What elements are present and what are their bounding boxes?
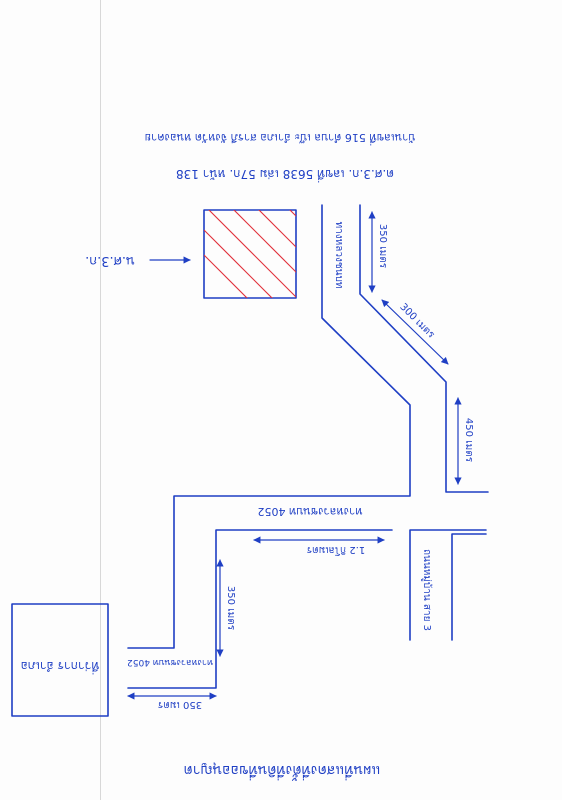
label-village-road: ถนนหมู่บ้าน สาย 3 (421, 549, 433, 631)
label-road-bottom-left: ทางหลวงชนบท 4052 (127, 657, 213, 667)
map-caption: แผนที่แสดงที่ตั้งที่ดินที่ขออนุญาต (184, 762, 381, 781)
road-edge-left (127, 204, 411, 649)
label-dist-km: 1.2 กิโลเมตร (306, 544, 365, 557)
label-dist-bottom: 350 เมตร (157, 699, 202, 710)
label-dist-lower-vertical: 350 เมตร (225, 586, 236, 631)
label-dist-right: 450 เมตร (463, 418, 474, 463)
header-address: บ้านเลขที่ 516 ตำบล เบ๊ะ อำเภอ สารภี จัง… (145, 131, 416, 146)
landmark-label: ที่ว่าการ อำเภอ (21, 659, 100, 675)
road-edge-lower-left (127, 529, 393, 689)
plot-label: น.ศ.3.ก. (85, 253, 135, 268)
road-edge-lower-right (409, 529, 487, 641)
plot-hatching (204, 210, 296, 298)
page-fold-line (100, 0, 101, 800)
dimension-diagonal (381, 299, 449, 365)
label-road-top: ทางหลวงชนบท (333, 222, 344, 289)
land-plot (203, 209, 297, 299)
label-road-horizontal: ทางหลวงชนบท 4052 (257, 505, 362, 518)
label-dist-top: 350 เมตร (377, 224, 388, 269)
village-road-edge (451, 533, 487, 641)
landmark-box (11, 603, 109, 717)
road-edge-right (359, 204, 489, 493)
header-deed-number: ต.ศ.3.ก. เลขที่ 5638 เล่ม 57ก. หน้า 138 (176, 167, 394, 183)
